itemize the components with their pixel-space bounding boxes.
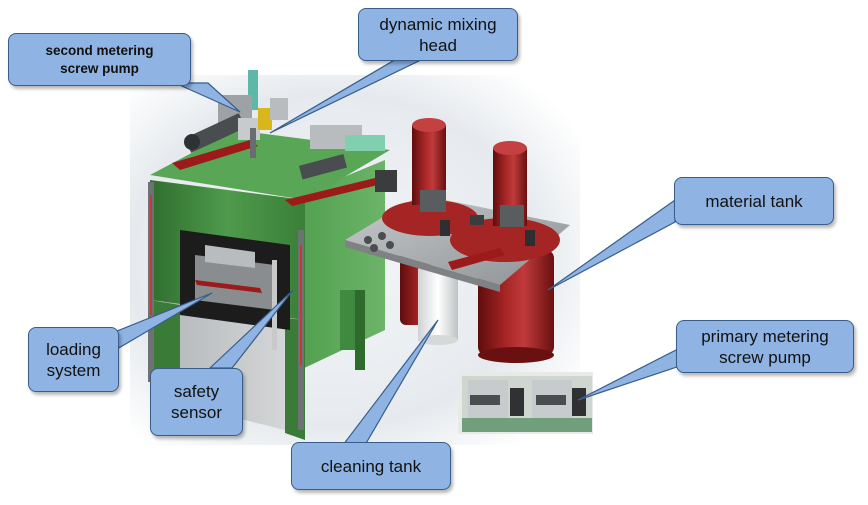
callout-cleaning-tank: cleaning tank	[291, 442, 451, 490]
safety-sensor-poles	[148, 182, 304, 430]
pointer-second-metering	[174, 82, 241, 113]
callout-text: material tank	[705, 191, 803, 211]
right-top-pumps	[298, 125, 397, 192]
callout-primary-metering-screw-pump: primary metering screw pump	[676, 320, 854, 373]
callout-loading-system: loading system	[28, 327, 119, 392]
callout-text: cleaning tank	[320, 456, 422, 476]
callout-material-tank: material tank	[674, 177, 834, 225]
material-tank-assembly	[345, 118, 570, 363]
callout-text: dynamic mixing head	[379, 14, 497, 55]
dynamic-mixing-head	[250, 98, 288, 158]
primary-pump-inset	[458, 372, 593, 434]
callout-second-metering-screw-pump: second metering screw pump	[8, 33, 191, 86]
callout-dynamic-mixing-head: dynamic mixing head	[358, 8, 518, 61]
callout-text: primary metering screw pump	[701, 326, 829, 367]
callout-pointers	[111, 57, 681, 446]
feed-pipe	[248, 70, 258, 110]
top-rails	[172, 140, 382, 293]
pointer-primary-metering	[577, 347, 681, 401]
callout-safety-sensor: safety sensor	[150, 368, 243, 436]
callout-text: loading system	[46, 339, 101, 380]
callout-text: second metering screw pump	[45, 42, 154, 76]
callout-text: safety sensor	[170, 382, 223, 422]
